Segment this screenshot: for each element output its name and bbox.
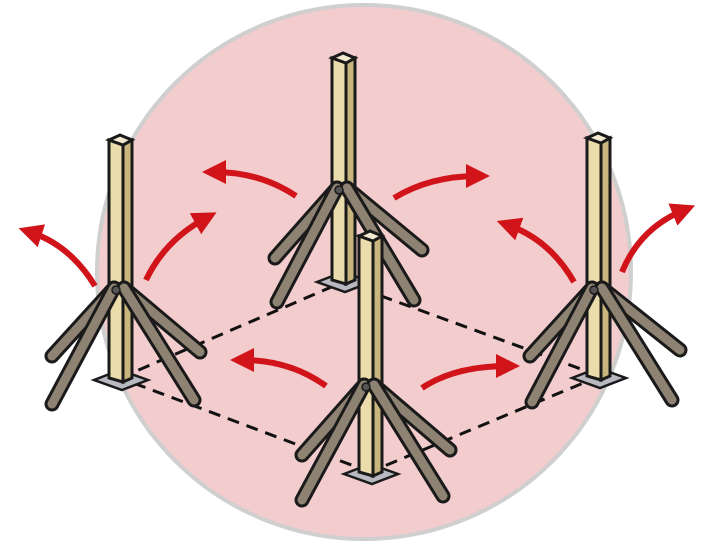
post-top-face: [583, 131, 614, 145]
bolt-icon: [334, 185, 344, 195]
curved-arrow-icon: [202, 160, 298, 199]
post-front-face: [357, 233, 375, 478]
post-front-face: [107, 137, 125, 384]
brace-plank: [297, 380, 369, 505]
post-top-face: [355, 229, 386, 243]
post-side-face: [599, 135, 612, 383]
post-front-face: [330, 55, 348, 286]
curved-arrow-icon: [143, 212, 217, 282]
brace-plank: [47, 283, 119, 409]
curved-arrow-icon: [496, 217, 577, 284]
curved-arrow-icon: [619, 203, 696, 274]
post-top-face: [105, 133, 136, 147]
brace-plank: [369, 380, 448, 501]
dashed-line: [119, 280, 344, 380]
dashed-line: [369, 374, 601, 474]
brace-plank: [597, 283, 677, 405]
brace-plank: [272, 183, 342, 307]
brace-plank: [119, 283, 199, 405]
posts: [44, 51, 688, 508]
post-front-face: [585, 135, 603, 382]
curved-arrow-icon: [420, 354, 520, 391]
post-side-face: [371, 233, 384, 479]
bolt-icon: [361, 382, 371, 392]
bolt-icon: [589, 285, 599, 295]
post-top-face: [328, 51, 359, 65]
braced-post: [522, 131, 688, 410]
braced-post: [44, 133, 208, 412]
curved-arrow-icon: [230, 348, 328, 389]
bolt-icon: [111, 285, 121, 295]
post-side-face: [344, 55, 357, 287]
curved-arrow-icon: [18, 224, 98, 288]
braced-post: [294, 229, 458, 508]
post-side-face: [121, 137, 134, 385]
brace-plank: [527, 283, 597, 407]
curved-arrow-icon: [392, 164, 490, 201]
rotation-arrows: [18, 160, 696, 391]
